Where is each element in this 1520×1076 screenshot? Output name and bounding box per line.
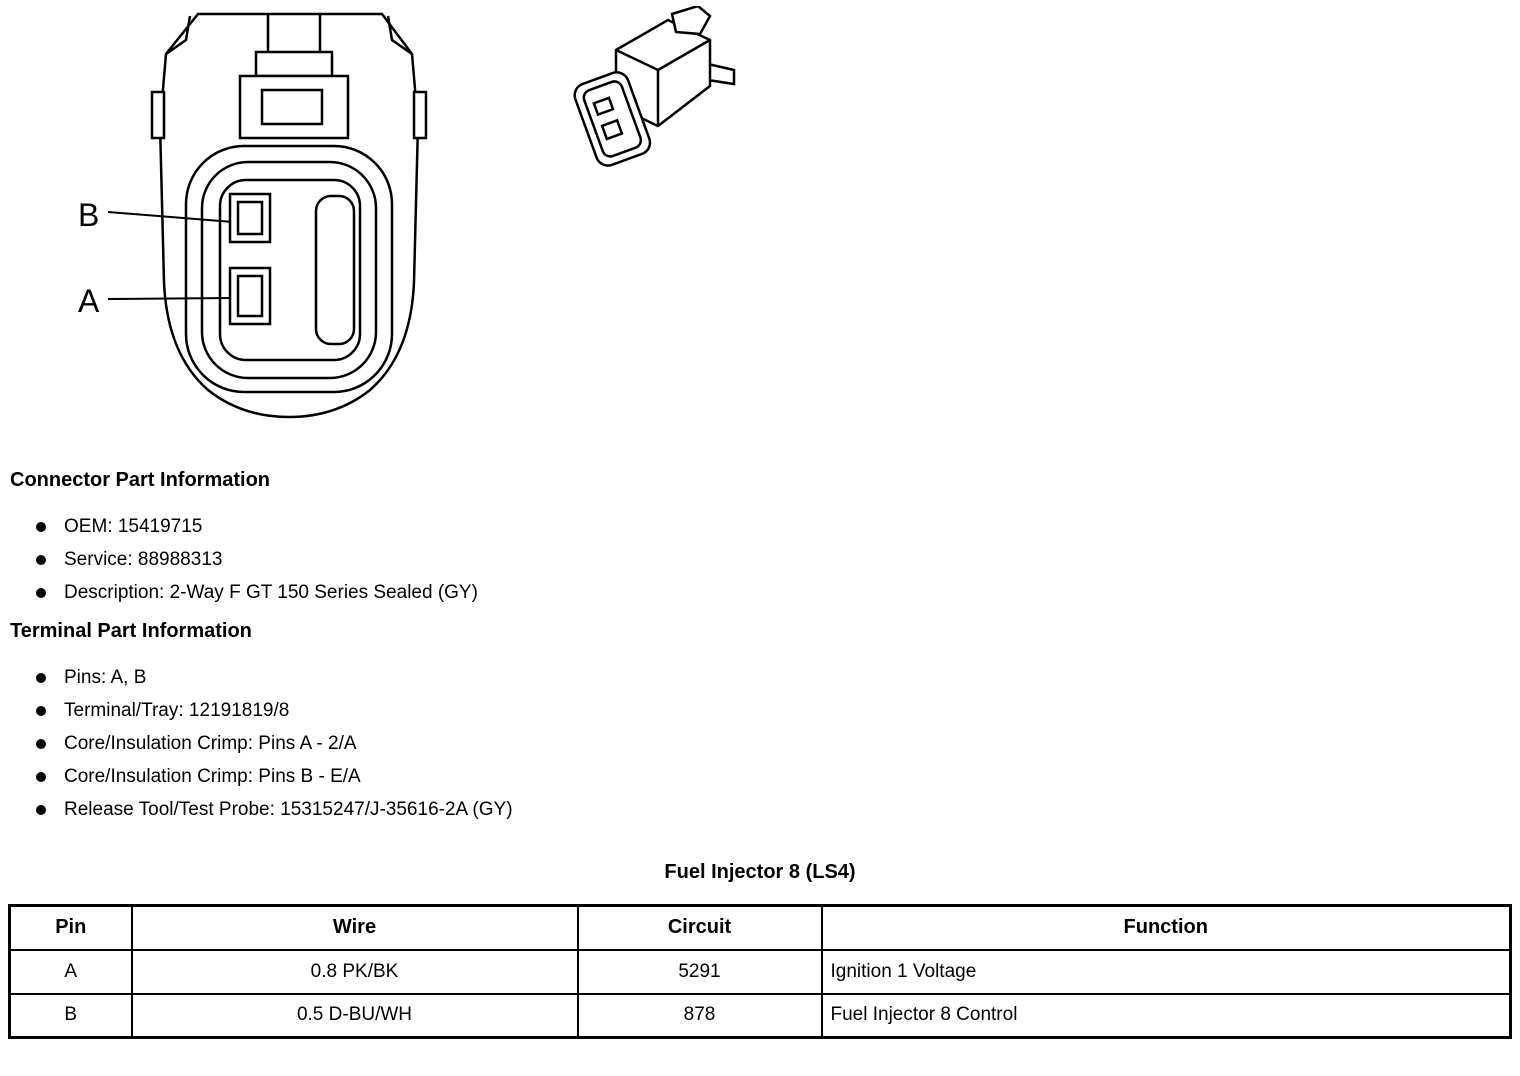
bullet-icon <box>36 738 46 749</box>
table-row: A 0.8 PK/BK 5291 Ignition 1 Voltage <box>8 948 1512 995</box>
pin-b-slot <box>228 192 272 244</box>
cell-circuit: 5291 <box>576 948 823 995</box>
list-item-text: Core/Insulation Crimp: Pins B - E/A <box>64 766 361 787</box>
connector-diagram: B A <box>0 0 1520 452</box>
list-item: Core/Insulation Crimp: Pins A - 2/A <box>36 733 1520 754</box>
pin-b-slot-inner <box>236 200 264 236</box>
terminal-info-heading: Terminal Part Information <box>10 620 252 642</box>
side-view-terminal-1 <box>592 96 615 117</box>
cell-pin: B <box>8 992 133 1039</box>
cell-wire: 0.5 D-BU/WH <box>130 992 579 1039</box>
side-view-front-face <box>573 71 652 167</box>
corner-step-right <box>386 15 413 56</box>
list-item: Core/Insulation Crimp: Pins B - E/A <box>36 766 1520 787</box>
col-header-pin: Pin <box>8 904 133 951</box>
keyway-slot <box>314 194 356 346</box>
cell-pin: A <box>8 948 133 995</box>
col-header-function: Function <box>820 904 1512 951</box>
side-view-top-tab <box>670 6 712 36</box>
cell-circuit: 878 <box>576 992 823 1039</box>
corner-step-left <box>165 15 192 56</box>
cell-wire: 0.8 PK/BK <box>130 948 579 995</box>
connector-info-heading: Connector Part Information <box>10 469 271 491</box>
list-item: Release Tool/Test Probe: 15315247/J-3561… <box>36 799 1520 820</box>
pin-b-leader-line <box>107 211 234 223</box>
list-item-text: OEM: 15419715 <box>64 516 203 537</box>
seal-ring-inner <box>200 160 378 380</box>
pin-b-label: B <box>78 197 99 233</box>
bullet-icon <box>36 804 46 815</box>
table-row: B 0.5 D-BU/WH 878 Fuel Injector 8 Contro… <box>8 992 1512 1039</box>
list-item-text: Pins: A, B <box>64 667 147 688</box>
list-item: OEM: 15419715 <box>36 516 1520 537</box>
connector-front-view: B A <box>78 12 428 419</box>
list-item-text: Service: 88988313 <box>64 549 223 570</box>
terminal-cavity <box>218 178 362 362</box>
pin-a-slot <box>228 266 272 326</box>
list-item: Pins: A, B <box>36 667 1520 688</box>
side-view-edge-2 <box>657 38 711 72</box>
list-item-text: Description: 2-Way F GT 150 Series Seale… <box>64 582 478 603</box>
pinout-table: Pin Wire Circuit Function A 0.8 PK/BK 52… <box>8 904 1512 1039</box>
side-tab-right <box>412 90 428 140</box>
list-item-text: Terminal/Tray: 12191819/8 <box>64 700 290 721</box>
cell-function: Ignition 1 Voltage <box>820 948 1512 995</box>
bullet-icon <box>36 771 46 782</box>
service-manual-page: B A Connector Part Information <box>0 0 1520 1039</box>
table-header-row: Pin Wire Circuit Function <box>8 904 1512 951</box>
side-view-edge-1 <box>615 48 659 72</box>
pin-a-label: A <box>78 283 100 319</box>
side-view-seal <box>582 80 643 158</box>
bullet-icon <box>36 705 46 716</box>
terminal-info-list: Pins: A, B Terminal/Tray: 12191819/8 Cor… <box>36 667 1520 820</box>
bullet-icon <box>36 521 46 532</box>
list-item-text: Release Tool/Test Probe: 15315247/J-3561… <box>64 799 513 820</box>
side-tab-left <box>150 90 166 140</box>
list-item: Service: 88988313 <box>36 549 1520 570</box>
list-item: Terminal/Tray: 12191819/8 <box>36 700 1520 721</box>
latch-top-bar <box>254 50 334 78</box>
side-view-lock-tab <box>706 62 736 86</box>
pin-a-leader-line <box>107 297 234 300</box>
pin-a-slot-inner <box>236 274 264 318</box>
list-item-text: Core/Insulation Crimp: Pins A - 2/A <box>64 733 357 754</box>
cell-function: Fuel Injector 8 Control <box>820 992 1512 1039</box>
list-item: Description: 2-Way F GT 150 Series Seale… <box>36 582 1520 603</box>
connector-side-view <box>573 6 736 167</box>
table-title: Fuel Injector 8 (LS4) <box>664 861 856 883</box>
bullet-icon <box>36 587 46 598</box>
side-view-terminal-2 <box>600 118 624 141</box>
bullet-icon <box>36 672 46 683</box>
bullet-icon <box>36 554 46 565</box>
seal-ring-outer <box>184 144 394 394</box>
connector-info-list: OEM: 15419715 Service: 88988313 Descript… <box>36 516 1520 603</box>
latch-window <box>260 88 324 126</box>
col-header-wire: Wire <box>130 904 579 951</box>
col-header-circuit: Circuit <box>576 904 823 951</box>
